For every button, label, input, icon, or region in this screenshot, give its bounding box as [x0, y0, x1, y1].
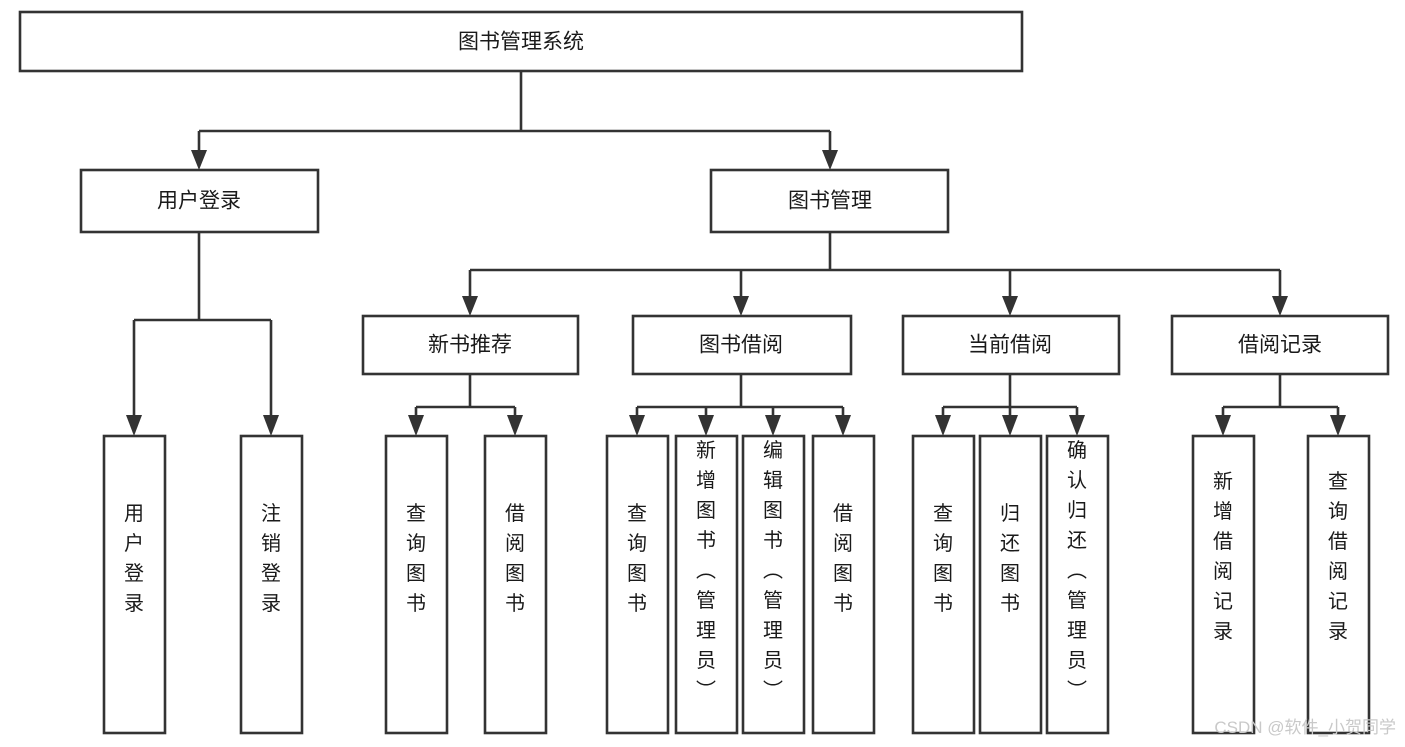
node-leaf-user-login[interactable]: 用户登录	[102, 434, 167, 735]
arrow-head-icon	[263, 415, 279, 436]
node-leaf-add-record-box[interactable]	[1191, 434, 1256, 735]
node-leaf-borrow-book-1[interactable]: 借阅图书	[483, 434, 548, 735]
arrow-head-icon	[765, 415, 781, 436]
node-leaf-edit-book-label: 编辑图书︵管理员︶	[763, 439, 783, 702]
arrow-head-icon	[126, 415, 142, 436]
arrow-head-icon	[1272, 296, 1288, 316]
connector-group-user-login	[126, 232, 279, 436]
arrow-head-icon	[1215, 415, 1231, 436]
node-book-management[interactable]: 图书管理	[709, 168, 950, 234]
node-user-login-box[interactable]	[79, 168, 320, 234]
node-leaf-query-record-label: 查询借阅记录	[1328, 470, 1348, 643]
arrow-head-icon	[507, 415, 523, 436]
connector-group-book-borrow	[629, 374, 851, 436]
node-leaf-user-login-box[interactable]	[102, 434, 167, 735]
arrow-head-icon	[408, 415, 424, 436]
node-leaf-query-book-1[interactable]: 查询图书	[384, 434, 449, 735]
arrow-head-icon	[1002, 296, 1018, 316]
arrow-head-icon	[935, 415, 951, 436]
arrow-head-icon	[835, 415, 851, 436]
arrow-head-icon	[1002, 415, 1018, 436]
node-book-borrow[interactable]: 图书借阅	[631, 314, 853, 376]
node-leaf-query-book-2-label: 查询图书	[627, 502, 647, 615]
node-leaf-query-book-1-box[interactable]	[384, 434, 449, 735]
node-leaf-confirm-return-box[interactable]	[1045, 434, 1110, 735]
connector-group-book-management	[462, 232, 1288, 316]
node-borrow-record-box[interactable]	[1170, 314, 1390, 376]
node-leaf-add-record-label: 新增借阅记录	[1213, 470, 1233, 643]
node-book-management-box[interactable]	[709, 168, 950, 234]
arrow-head-icon	[629, 415, 645, 436]
node-current-borrow-box[interactable]	[901, 314, 1121, 376]
node-leaf-query-record[interactable]: 查询借阅记录	[1306, 434, 1371, 735]
connector-group-borrow-record	[1215, 374, 1346, 436]
node-leaf-query-record-box[interactable]	[1306, 434, 1371, 735]
node-borrow-record-label: 借阅记录	[1238, 334, 1322, 357]
arrow-head-icon	[733, 296, 749, 316]
node-current-borrow[interactable]: 当前借阅	[901, 314, 1121, 376]
node-leaf-add-book-label: 新增图书︵管理员︶	[696, 439, 716, 702]
node-leaf-query-book-1-label: 查询图书	[406, 502, 426, 615]
arrow-head-icon	[462, 296, 478, 316]
node-new-book-recommend[interactable]: 新书推荐	[361, 314, 580, 376]
node-user-login[interactable]: 用户登录	[79, 168, 320, 234]
node-leaf-return-book[interactable]: 归还图书	[978, 434, 1043, 735]
node-leaf-add-record[interactable]: 新增借阅记录	[1191, 434, 1256, 735]
watermark-label: CSDN @软件_小贺同学	[1214, 718, 1396, 737]
connector-group-root	[191, 71, 838, 170]
arrow-head-icon	[1069, 415, 1085, 436]
node-leaf-return-book-box[interactable]	[978, 434, 1043, 735]
node-leaf-borrow-book-2[interactable]: 借阅图书	[811, 434, 876, 735]
node-leaf-query-book-3-box[interactable]	[911, 434, 976, 735]
connector-group-new-book-recommend	[408, 374, 523, 436]
node-leaf-user-logout-box[interactable]	[239, 434, 304, 735]
node-leaf-borrow-book-2-box[interactable]	[811, 434, 876, 735]
node-new-book-recommend-label: 新书推荐	[428, 334, 512, 357]
connector-group-current-borrow	[935, 374, 1085, 436]
node-leaf-borrow-book-1-label: 借阅图书	[505, 502, 525, 615]
node-root-box[interactable]	[18, 10, 1024, 73]
arrow-head-icon	[191, 150, 207, 170]
node-leaf-query-book-3[interactable]: 查询图书	[911, 434, 976, 735]
node-leaf-user-logout-label: 注销登录	[261, 502, 281, 615]
node-leaf-query-book-2-box[interactable]	[605, 434, 670, 735]
node-current-borrow-label: 当前借阅	[968, 334, 1052, 357]
arrow-head-icon	[698, 415, 714, 436]
node-book-borrow-box[interactable]	[631, 314, 853, 376]
node-leaf-user-login-label: 用户登录	[124, 503, 144, 615]
node-book-borrow-label: 图书借阅	[699, 334, 783, 357]
node-leaf-borrow-book-2-label: 借阅图书	[833, 502, 853, 615]
node-leaf-user-logout[interactable]: 注销登录	[239, 434, 304, 735]
node-leaf-edit-book[interactable]: 编辑图书︵管理员︶	[741, 434, 806, 735]
node-borrow-record[interactable]: 借阅记录	[1170, 314, 1390, 376]
node-root[interactable]: 图书管理系统	[18, 10, 1024, 73]
node-leaf-return-book-label: 归还图书	[1000, 502, 1020, 615]
node-new-book-recommend-box[interactable]	[361, 314, 580, 376]
node-leaf-borrow-book-1-box[interactable]	[483, 434, 548, 735]
node-leaf-add-book[interactable]: 新增图书︵管理员︶	[674, 434, 739, 735]
node-leaf-confirm-return[interactable]: 确认归还︵管理员︶	[1045, 434, 1110, 735]
node-leaf-query-book-3-label: 查询图书	[933, 502, 953, 615]
node-leaf-edit-book-box[interactable]	[741, 434, 806, 735]
node-user-login-label: 用户登录	[157, 190, 241, 213]
node-leaf-confirm-return-label: 确认归还︵管理员︶	[1067, 439, 1087, 702]
node-root-label: 图书管理系统	[458, 31, 584, 54]
arrow-head-icon	[1330, 415, 1346, 436]
node-leaf-query-book-2[interactable]: 查询图书	[605, 434, 670, 735]
arrow-head-icon	[822, 150, 838, 170]
node-book-management-label: 图书管理	[788, 190, 872, 213]
node-leaf-add-book-box[interactable]	[674, 434, 739, 735]
